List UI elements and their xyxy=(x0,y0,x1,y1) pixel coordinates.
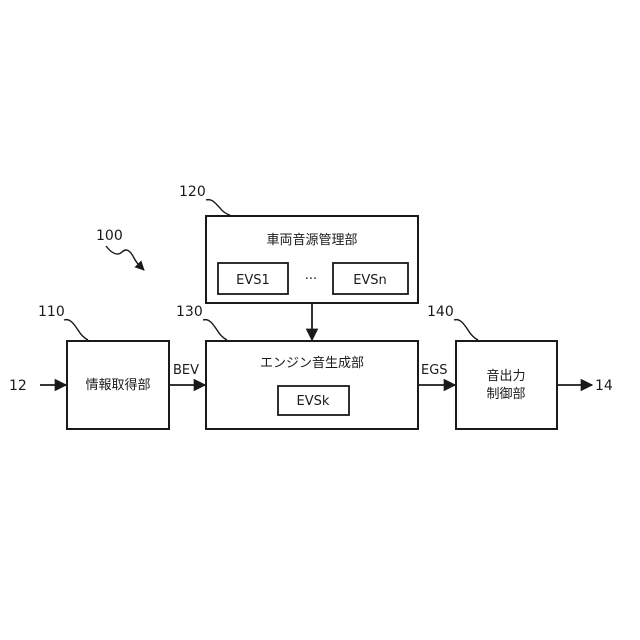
egs-signal-label: EGS xyxy=(421,363,448,378)
output-ref-label: 140 xyxy=(427,304,454,320)
evsk-label: EVSk xyxy=(297,394,330,409)
info-ref-label: 110 xyxy=(38,304,65,320)
evs-ellipsis: ··· xyxy=(305,272,317,287)
info-title: 情報取得部 xyxy=(85,377,150,393)
engine-ref-leader xyxy=(203,320,227,340)
engine-ref-label: 130 xyxy=(176,304,203,320)
manager-ref-leader xyxy=(206,200,230,215)
engine-title: エンジン音生成部 xyxy=(260,355,364,371)
system-ref-leader xyxy=(106,246,144,270)
output-ref-leader xyxy=(454,320,478,340)
sound-output-controller-block xyxy=(456,341,557,429)
info-ref-leader xyxy=(64,320,88,340)
evsn-label: EVSn xyxy=(353,273,387,288)
system-ref-label: 100 xyxy=(96,228,123,244)
output-terminal-label: 14 xyxy=(595,378,613,394)
output-title-line1: 音出力 xyxy=(486,368,525,384)
manager-title: 車両音源管理部 xyxy=(266,232,357,248)
evs1-label: EVS1 xyxy=(236,273,270,288)
output-title-line2: 制御部 xyxy=(486,387,525,402)
bev-signal-label: BEV xyxy=(173,363,199,378)
input-terminal-label: 12 xyxy=(9,378,27,394)
manager-ref-label: 120 xyxy=(179,184,206,200)
